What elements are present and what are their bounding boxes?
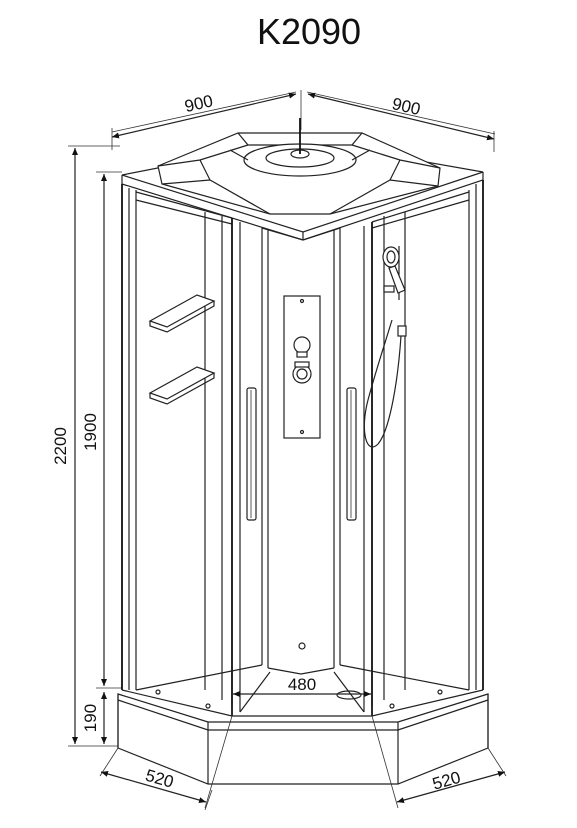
control-panel <box>283 295 321 650</box>
dim-bottom-right: 520 <box>430 768 463 794</box>
dim-wall-height: 1900 <box>81 413 100 451</box>
vertical-dimensions: 2200 1900 190 <box>51 145 122 747</box>
corner-shelves <box>148 294 216 405</box>
dim-tray-height: 190 <box>81 704 100 732</box>
cabin-roof <box>121 118 484 241</box>
cabin-frame <box>121 180 484 716</box>
dim-top-left: 900 <box>183 91 215 116</box>
shower-tray: 480 <box>117 664 489 785</box>
dim-total-height: 2200 <box>51 427 70 465</box>
model-title: K2090 <box>257 11 361 52</box>
door-handles <box>246 387 357 521</box>
hand-shower <box>363 246 407 448</box>
dim-tray-inner: 480 <box>288 675 316 694</box>
